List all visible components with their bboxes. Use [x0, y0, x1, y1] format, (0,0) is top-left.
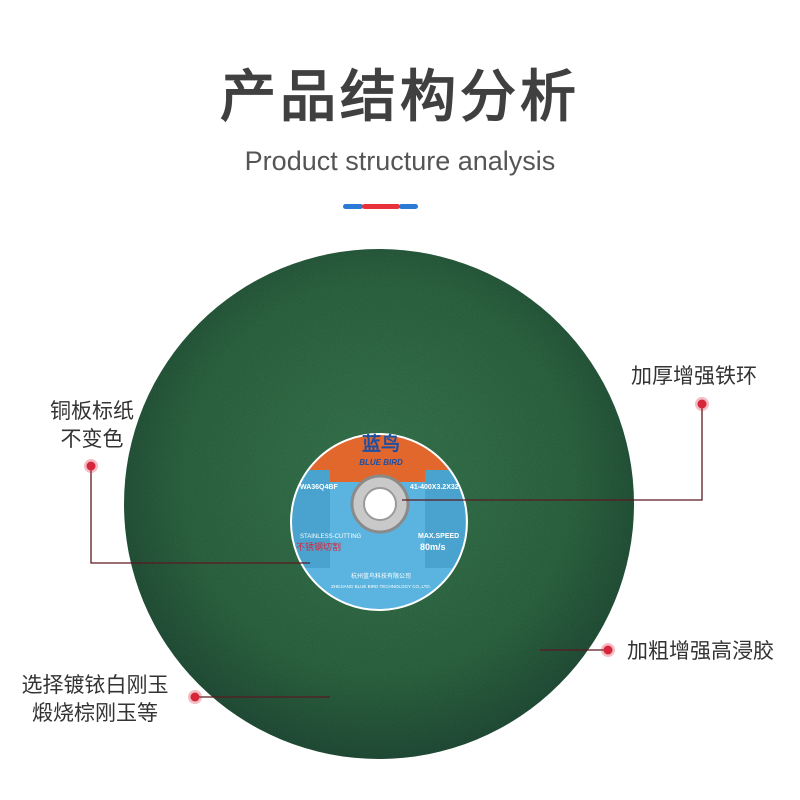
marker-glue-icon — [601, 643, 615, 657]
callout-glue-label: 加粗增强高浸胶 — [627, 637, 774, 665]
callout-glue-line1: 加粗增强高浸胶 — [627, 639, 774, 663]
callout-paper-line1: 铜板标纸 — [50, 399, 134, 423]
center-hole — [363, 487, 397, 521]
speed-text: 80m/s — [420, 542, 446, 552]
callout-abrasive-line2: 煅烧棕刚玉等 — [32, 701, 158, 725]
material-en-text: STAINLESS-CUTTING — [300, 534, 362, 540]
callout-ring-label: 加厚增强铁环 — [631, 362, 757, 390]
page-subtitle: Product structure analysis — [244, 146, 556, 176]
company-cn-text: 杭州蓝鸟科技有限公司 — [351, 572, 411, 580]
callout-paper-label: 铜板标纸 不变色 — [37, 397, 147, 453]
marker-abrasive-icon — [188, 690, 202, 704]
callout-ring-line1: 加厚增强铁环 — [631, 364, 757, 388]
callout-line-ring — [402, 404, 703, 501]
callout-abrasive-label: 选择镀铱白刚玉 煅烧棕刚玉等 — [10, 671, 180, 727]
marker-paper-icon — [84, 459, 98, 473]
company-en-text: ZHEJIANG BLUE BIRD TECHNOLOGY CO.,LTD. — [331, 584, 431, 589]
model-text: WA36Q4BF — [300, 484, 338, 491]
spec-text: 41-400X3.2X32 — [410, 484, 459, 491]
marker-ring-icon — [695, 397, 709, 411]
max-speed-text: MAX.SPEED — [418, 533, 459, 540]
callout-line-paper — [90, 467, 310, 564]
accent-bar-middle — [362, 204, 400, 209]
callout-abrasive-line1: 选择镀铱白刚玉 — [21, 673, 169, 697]
page-title: 产品结构分析 — [220, 65, 580, 130]
material-cn-text: 不锈钢切割 — [296, 541, 341, 553]
callout-paper-line2: 不变色 — [60, 427, 124, 451]
brand-en-text: BLUE BIRD — [359, 458, 403, 467]
accent-bar-right — [399, 204, 418, 209]
brand-text: 蓝鸟 — [362, 432, 400, 455]
accent-bar-left — [343, 204, 363, 209]
callout-markers — [84, 397, 709, 704]
